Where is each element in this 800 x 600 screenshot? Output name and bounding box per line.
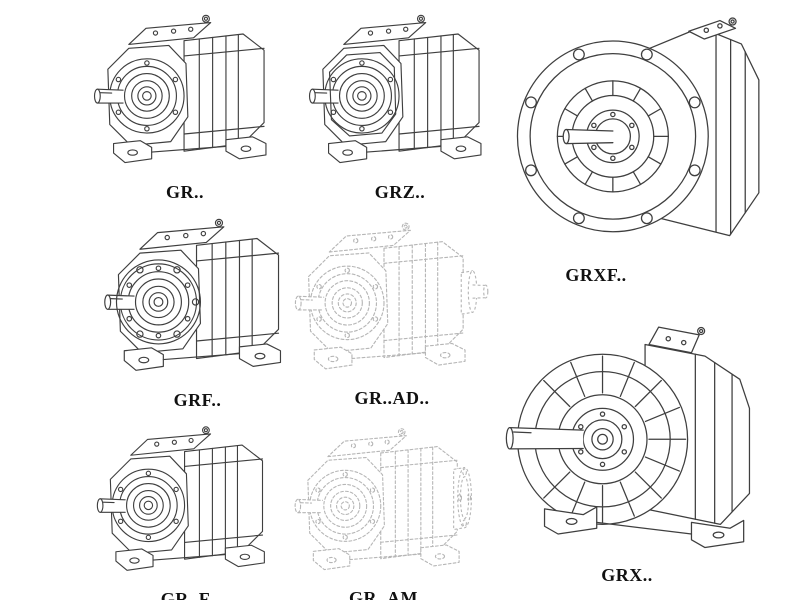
gearbox-drawing-gram: [294, 428, 472, 571]
figure-gram: GR..AM..: [286, 422, 491, 600]
figure-label-grz: GRZ..: [374, 182, 426, 202]
figure-label-grff: GR..F: [160, 589, 211, 600]
gearbox-drawing-grff: [96, 426, 265, 571]
figure-grxf: GRXF..: [498, 0, 790, 286]
gearbox-drawing-grf: [104, 218, 282, 371]
figure-grff: GR..F: [88, 420, 283, 600]
gearbox-drawing-grx: [505, 326, 751, 549]
figure-label-grxf: GRXF..: [565, 265, 627, 285]
gearbox-drawing-grxf: [516, 17, 760, 237]
gearbox-drawing-gr: [93, 14, 267, 164]
figure-gr: GR..: [85, 8, 285, 203]
figure-label-grf: GRF..: [173, 390, 222, 410]
gearbox-drawing-grad: [294, 222, 489, 370]
figure-label-gram: GR..AM..: [349, 588, 428, 600]
figure-grz: GRZ..: [300, 8, 500, 203]
figure-grf: GRF..: [95, 212, 300, 411]
figure-grad: GR..AD..: [286, 216, 498, 409]
figure-label-grad: GR..AD..: [354, 388, 430, 408]
figure-grx: GRX..: [502, 302, 792, 586]
figure-label-gr: GR..: [166, 182, 204, 202]
gearbox-drawing-grz: [308, 14, 482, 164]
figure-label-grx: GRX..: [601, 565, 653, 585]
